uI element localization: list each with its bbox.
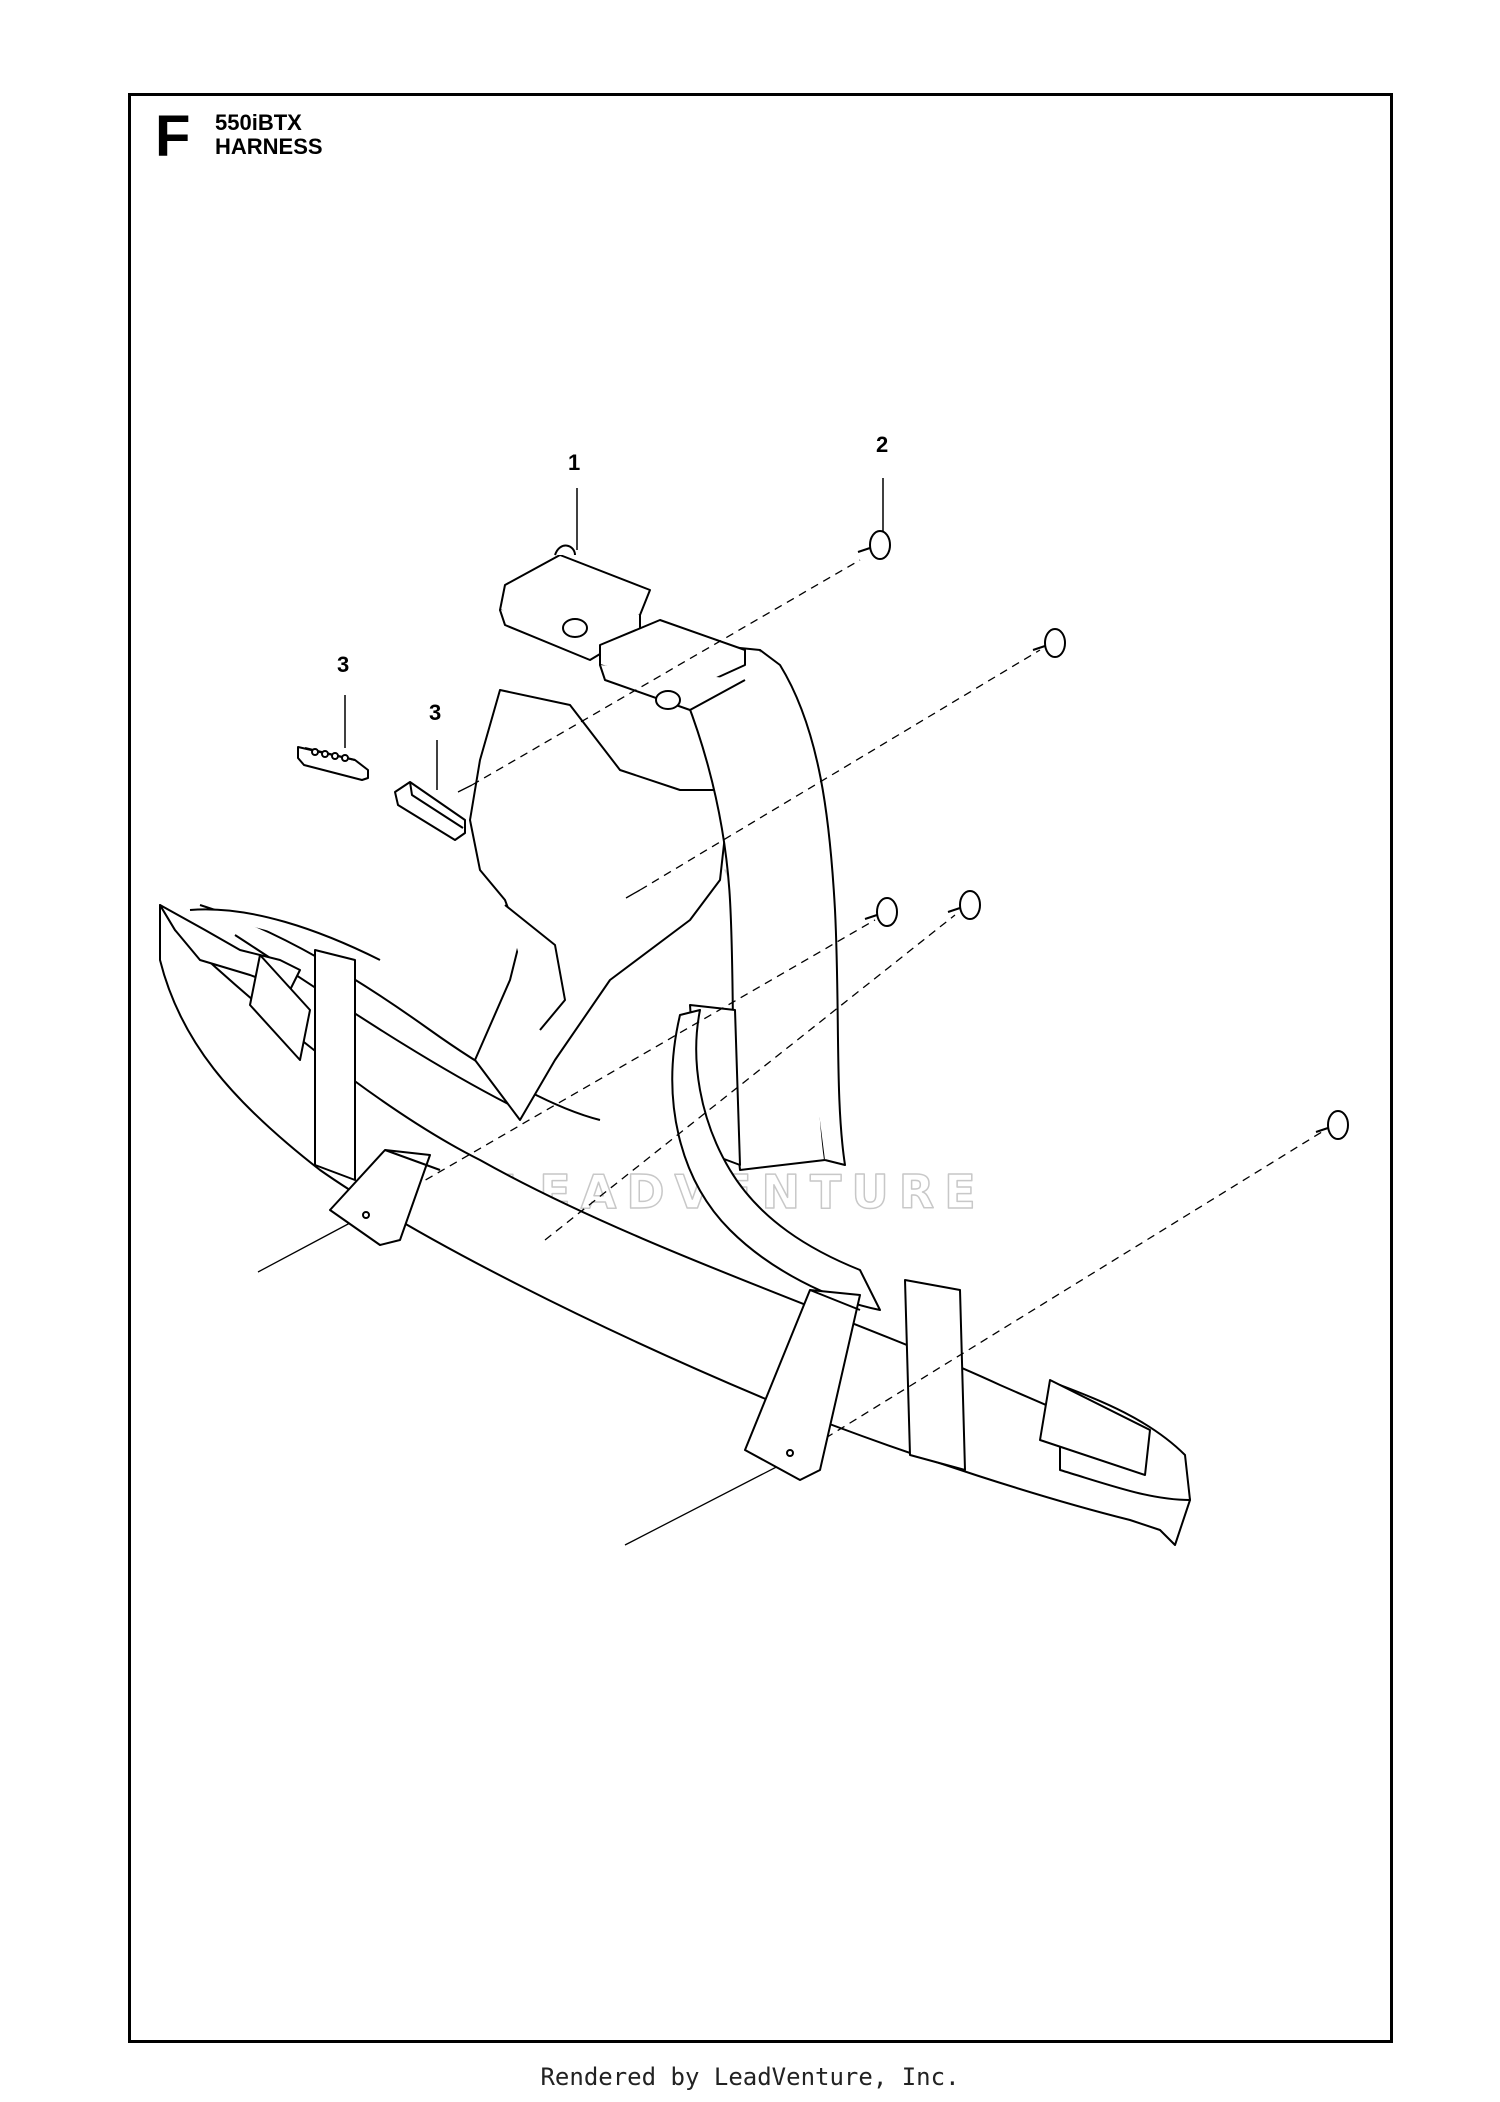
model-title: 550iBTX HARNESS [215,110,323,160]
clip-part-3b [394,781,466,841]
diagram-frame [128,93,1393,2043]
hanger-bracket-part-1 [499,544,746,711]
belt-loop-left [329,1149,441,1246]
screw-icon [947,890,981,920]
callout-3b: 3 [429,700,441,725]
model-name: 550iBTX [215,110,302,135]
screws-part-2 [857,530,1349,1140]
belt-strap-left [314,949,356,1181]
shoulder-strap-left [469,689,731,1121]
shoulder-strap-right [659,639,881,1311]
callout-3a: 3 [337,652,349,677]
belt-loop-right [362,1211,861,1481]
diagram-title: HARNESS [215,134,323,160]
callout-1: 1 [568,450,580,475]
callout-leaders [344,478,884,790]
screw-icon [1032,628,1066,658]
callout-2: 2 [876,432,888,457]
clip-part-3a [297,746,369,781]
screw-icon [864,897,898,927]
footer-credit: Rendered by LeadVenture, Inc. [540,2063,960,2091]
belt-buckle-tab-right [1039,1379,1151,1476]
screw-icon [1315,1110,1349,1140]
section-letter: F [155,104,191,169]
belt-pad-left [249,954,311,1061]
assembly-lines [257,559,1326,1546]
belt-strap-right [904,1279,966,1471]
screw-icon [857,530,891,560]
waist-belt [159,904,1191,1546]
